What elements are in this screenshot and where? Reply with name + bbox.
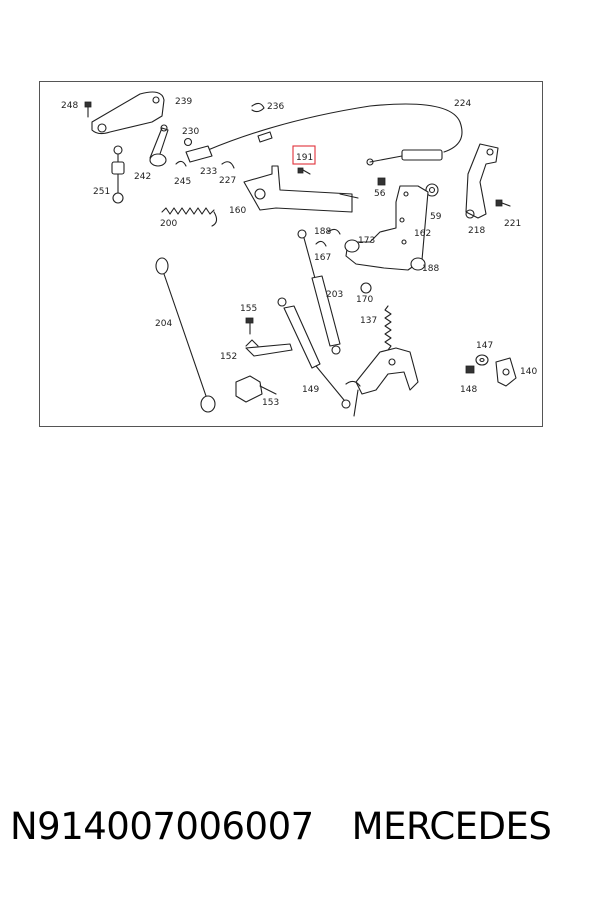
part-147-washer <box>475 354 489 366</box>
label-248: 248 <box>61 101 78 111</box>
part-251-rod <box>111 145 125 204</box>
part-153-bracket <box>235 375 277 403</box>
part-221-bolt <box>495 199 511 207</box>
part-230-washer <box>183 137 193 147</box>
part-148-nut <box>465 365 475 374</box>
label-167: 167 <box>314 253 331 263</box>
part-188-bushing-upper <box>327 228 341 235</box>
label-140: 140 <box>520 367 537 377</box>
label-188-lower: 188 <box>422 264 439 274</box>
label-239: 239 <box>175 97 192 107</box>
label-155: 155 <box>240 304 257 314</box>
part-shift-lever <box>345 347 419 417</box>
part-248-bolt <box>84 101 92 118</box>
part-173-bushing <box>344 239 360 253</box>
part-170-nut <box>360 282 372 294</box>
part-224-cable <box>207 103 463 166</box>
label-188-upper: 188 <box>314 227 331 237</box>
label-224: 224 <box>454 99 471 109</box>
label-149: 149 <box>302 385 319 395</box>
part-number: N914007006007 <box>10 805 314 848</box>
label-204: 204 <box>155 319 172 329</box>
brand-name: MERCEDES <box>351 805 552 848</box>
label-148: 148 <box>460 385 477 395</box>
part-137-spring <box>384 305 392 351</box>
part-203-gas-strut <box>297 229 341 355</box>
part-188-bushing-lower <box>410 257 426 271</box>
part-152-bracket <box>245 339 293 357</box>
label-56: 56 <box>374 189 386 199</box>
part-160-bracket <box>243 165 359 213</box>
label-59: 59 <box>430 212 442 222</box>
label-160: 160 <box>229 206 246 216</box>
label-153: 153 <box>262 398 279 408</box>
part-245-spring-clip <box>175 160 187 167</box>
part-footer: N914007006007 MERCEDES <box>10 805 590 848</box>
label-173: 173 <box>358 236 375 246</box>
part-218-bracket <box>465 143 499 219</box>
label-221: 221 <box>504 219 521 229</box>
highlight-box-191 <box>292 145 316 165</box>
label-170: 170 <box>356 295 373 305</box>
part-200-spring <box>161 207 218 227</box>
part-233-bushing <box>185 145 213 163</box>
part-155-bolt <box>245 317 254 335</box>
part-236-clip <box>251 102 265 113</box>
part-242-linkage <box>149 124 169 167</box>
part-149-gas-strut <box>277 297 351 409</box>
part-162-lever-assembly <box>345 185 429 271</box>
label-251: 251 <box>93 187 110 197</box>
label-245: 245 <box>174 177 191 187</box>
part-191-bolt <box>297 167 311 175</box>
label-230: 230 <box>182 127 199 137</box>
part-204-rod <box>155 257 216 413</box>
label-191: 191 <box>296 153 313 163</box>
label-242: 242 <box>134 172 151 182</box>
label-152: 152 <box>220 352 237 362</box>
part-239-lever <box>91 91 165 135</box>
part-56-nut <box>377 177 386 186</box>
part-59-nut <box>425 183 439 197</box>
label-200: 200 <box>160 219 177 229</box>
label-236: 236 <box>267 102 284 112</box>
part-167-clip <box>315 240 327 247</box>
label-233: 233 <box>200 167 217 177</box>
label-203: 203 <box>326 290 343 300</box>
label-227: 227 <box>219 176 236 186</box>
label-137: 137 <box>360 316 377 326</box>
part-227-clip <box>221 161 235 169</box>
parts-diagram: 248 239 236 224 230 191 242 245 233 227 … <box>61 91 537 417</box>
part-140-link <box>495 357 517 387</box>
label-218: 218 <box>468 226 485 236</box>
label-162: 162 <box>414 229 431 239</box>
parts-diagram-frame: 248 239 236 224 230 191 242 245 233 227 … <box>39 81 543 427</box>
label-147: 147 <box>476 341 493 351</box>
